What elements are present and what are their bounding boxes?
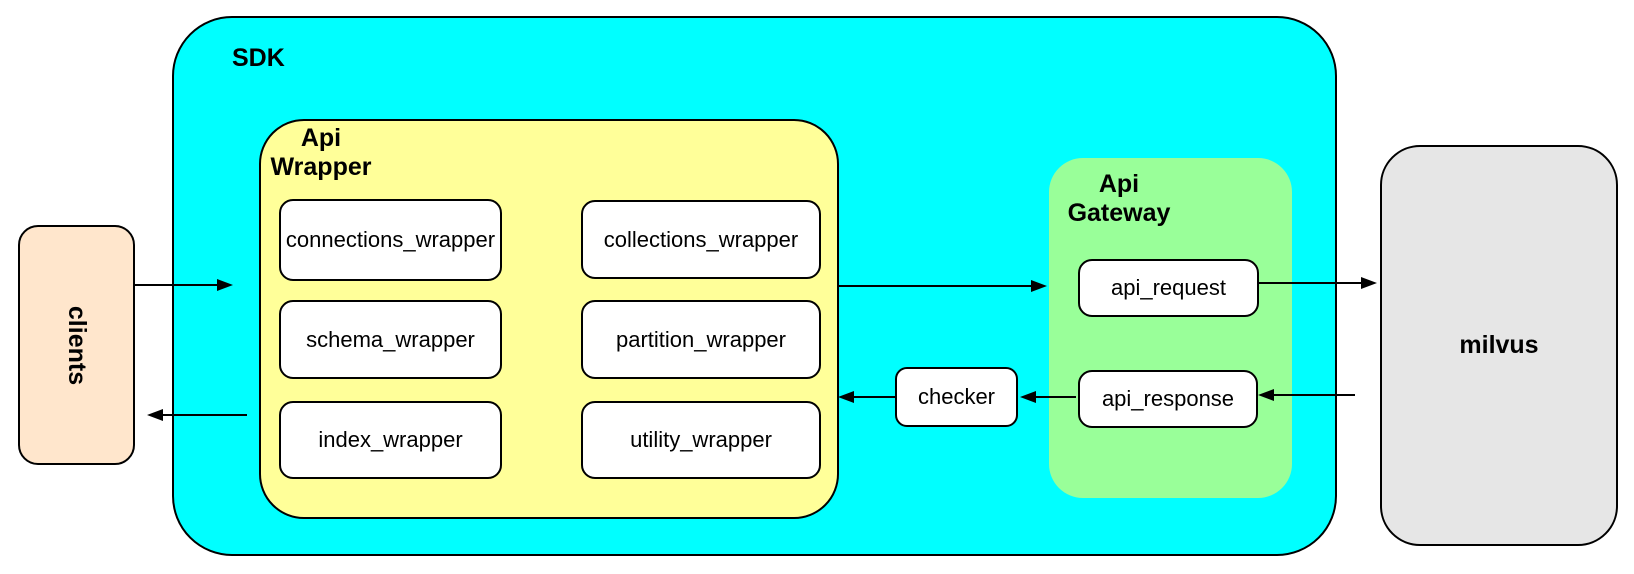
arrowhead-clients-to-sdk <box>217 279 233 291</box>
api-gateway-label: Api Gateway <box>1067 170 1171 227</box>
arrowhead-checker-to-api-wrapper <box>838 391 854 403</box>
partition-wrapper-label: partition_wrapper <box>616 326 786 352</box>
api-response-box: api_response <box>1078 370 1258 428</box>
arrow-checker-to-api-wrapper <box>854 396 895 398</box>
arrow-api-response-to-checker <box>1036 396 1076 398</box>
arrowhead-api-response-to-checker <box>1020 391 1036 403</box>
api-response-label: api_response <box>1101 386 1235 411</box>
checker-node: checker <box>895 367 1018 427</box>
api-request-label: api_request <box>1111 275 1226 300</box>
utility-wrapper-label: utility_wrapper <box>630 427 772 452</box>
clients-node: clients <box>18 225 135 465</box>
arrowhead-milvus-to-api-response <box>1258 389 1274 401</box>
arrow-api-wrapper-to-api-gateway <box>837 285 1031 287</box>
index-wrapper-box: index_wrapper <box>279 401 502 479</box>
arrowhead-api-wrapper-to-clients <box>147 409 163 421</box>
clients-label: clients <box>62 305 91 385</box>
checker-label: checker <box>917 384 996 409</box>
sdk-container: SDK Api Wrapper connections_wrapper coll… <box>172 16 1337 556</box>
arrow-clients-to-sdk <box>135 284 217 286</box>
arrowhead-api-request-to-milvus <box>1361 277 1377 289</box>
arrow-api-request-to-milvus <box>1257 282 1361 284</box>
collections-wrapper-label: collections_wrapper <box>603 226 799 252</box>
milvus-label: milvus <box>1459 331 1539 359</box>
api-wrapper-container: Api Wrapper connections_wrapper collecti… <box>259 119 839 519</box>
api-gateway-container: Api Gateway api_request api_response <box>1049 158 1292 498</box>
arrowhead-api-wrapper-to-api-gateway <box>1031 280 1047 292</box>
schema-wrapper-label: schema_wrapper <box>306 326 475 352</box>
arrow-milvus-to-api-response <box>1274 394 1355 396</box>
api-wrapper-label: Api Wrapper <box>270 124 372 181</box>
arrow-api-wrapper-to-clients <box>163 414 247 416</box>
partition-wrapper-box: partition_wrapper <box>581 300 821 379</box>
sdk-label: SDK <box>232 44 285 72</box>
index-wrapper-label: index_wrapper <box>318 427 463 452</box>
api-request-box: api_request <box>1078 259 1259 317</box>
collections-wrapper-box: collections_wrapper <box>581 200 821 279</box>
connections-wrapper-box: connections_wrapper <box>279 199 502 281</box>
milvus-node: milvus <box>1380 145 1618 546</box>
schema-wrapper-box: schema_wrapper <box>279 300 502 379</box>
utility-wrapper-box: utility_wrapper <box>581 401 821 479</box>
connections-wrapper-label: connections_wrapper <box>285 227 496 252</box>
